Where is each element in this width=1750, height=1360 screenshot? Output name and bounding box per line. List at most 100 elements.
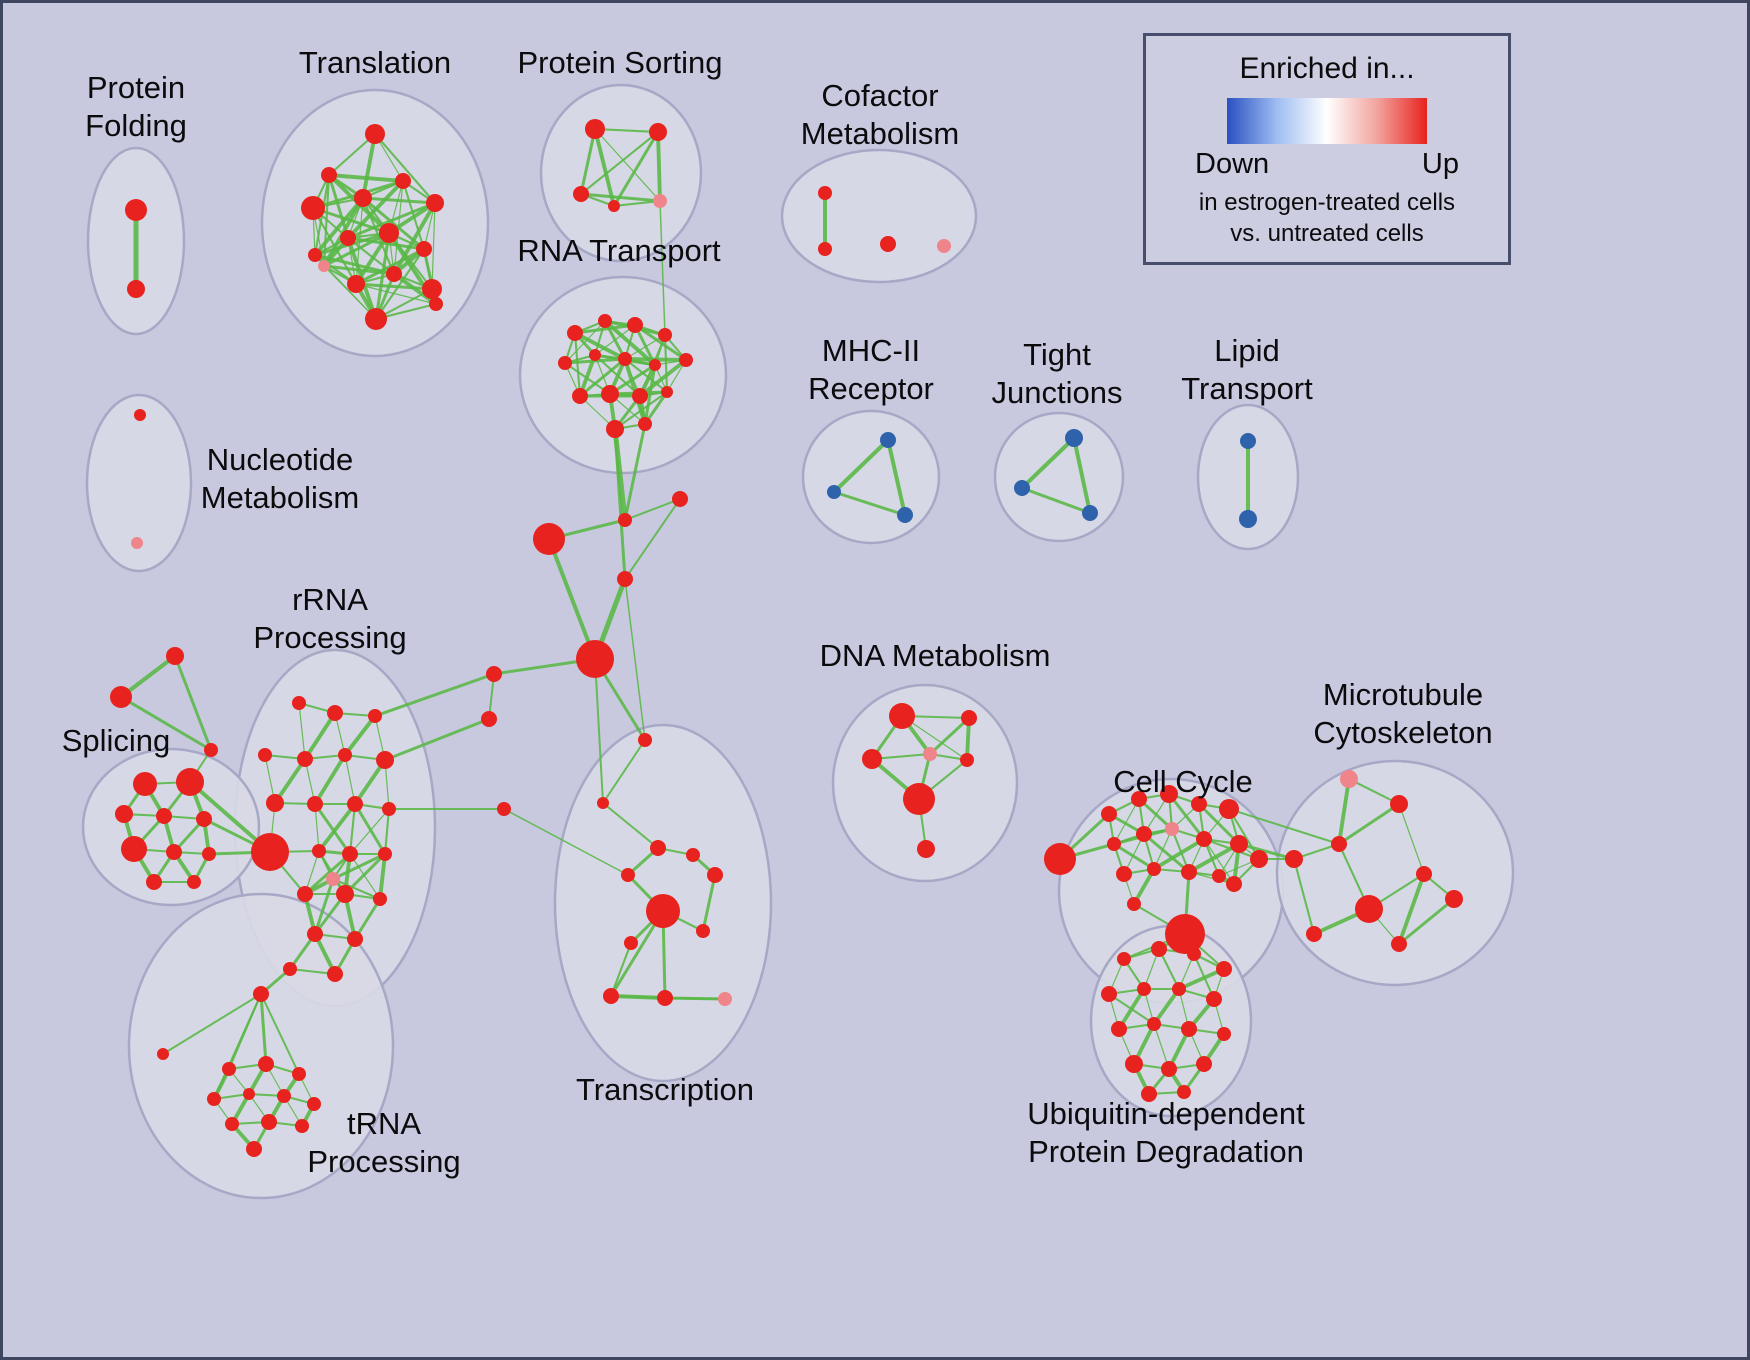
gene-set-node xyxy=(1117,952,1131,966)
gene-set-node xyxy=(1125,1055,1143,1073)
cluster-label-cell_cycle: Cell Cycle xyxy=(1113,764,1253,799)
gene-set-node xyxy=(627,317,643,333)
gene-set-node xyxy=(277,1089,291,1103)
network-edge xyxy=(323,265,377,320)
gene-set-node xyxy=(157,1048,169,1060)
gene-set-node xyxy=(653,194,667,208)
network-edge xyxy=(354,231,391,286)
cluster-ellipse-ubiquitin_degradation xyxy=(1089,924,1253,1118)
gene-set-node xyxy=(1217,1027,1231,1041)
gene-set-node xyxy=(862,749,882,769)
gene-set-node xyxy=(1390,795,1408,813)
gene-set-node xyxy=(1206,991,1222,1007)
legend: Enriched in... Down Up in estrogen-treat… xyxy=(1143,33,1511,265)
gene-set-node xyxy=(617,571,633,587)
gene-set-node xyxy=(601,385,619,403)
gene-set-node xyxy=(261,1114,277,1130)
gene-set-node xyxy=(1116,866,1132,882)
gene-set-node xyxy=(1161,1061,1177,1077)
network-edge xyxy=(1203,838,1235,885)
network-edge xyxy=(373,672,496,718)
gene-set-node xyxy=(207,1092,221,1106)
gene-set-node xyxy=(497,802,511,816)
gene-set-node xyxy=(338,748,352,762)
gene-set-node xyxy=(246,1141,262,1157)
network-edge xyxy=(573,331,582,398)
network-edge xyxy=(594,324,636,356)
gene-set-node xyxy=(336,885,354,903)
network-edge xyxy=(612,199,662,208)
gene-set-node xyxy=(649,123,667,141)
gene-set-node xyxy=(426,194,444,212)
gene-set-node xyxy=(347,931,363,947)
network-edge xyxy=(1153,828,1173,870)
network-edge xyxy=(1177,967,1226,991)
gene-set-node xyxy=(880,432,896,448)
network-edge xyxy=(624,498,681,521)
network-edge xyxy=(378,852,387,901)
gene-set-node xyxy=(650,840,666,856)
network-edge xyxy=(327,132,377,177)
gene-set-node xyxy=(558,356,572,370)
cluster-label-protein_sorting: Protein Sorting xyxy=(517,45,722,80)
network-edge xyxy=(1020,436,1076,490)
network-edge xyxy=(349,808,390,855)
gene-set-node xyxy=(1141,1086,1157,1102)
gene-set-node xyxy=(618,513,632,527)
network-edge xyxy=(594,658,604,804)
gene-set-node xyxy=(657,990,673,1006)
network-edge xyxy=(1337,802,1401,846)
gene-set-node xyxy=(481,711,497,727)
gene-set-node xyxy=(378,847,392,861)
gene-set-node xyxy=(125,199,147,221)
network-edge xyxy=(343,714,377,757)
gene-set-node xyxy=(1196,831,1212,847)
gene-set-node xyxy=(661,386,673,398)
gene-set-node xyxy=(258,748,272,762)
gene-set-node xyxy=(253,986,269,1002)
gene-set-node xyxy=(326,872,340,886)
nodes-layer xyxy=(110,119,1463,1157)
cluster-ellipse-microtubule_cytoskeleton xyxy=(1275,759,1515,987)
gene-set-node xyxy=(1101,986,1117,1002)
network-edge xyxy=(349,853,381,900)
network-edge xyxy=(322,264,396,276)
network-edge xyxy=(1152,987,1181,1026)
network-edge xyxy=(701,873,717,933)
gene-set-node xyxy=(110,686,132,708)
gene-set-node xyxy=(187,875,201,889)
network-edge xyxy=(259,992,268,1066)
legend-scale: Down Up xyxy=(1195,148,1459,181)
network-edge xyxy=(1237,842,1296,861)
gene-set-node xyxy=(146,874,162,890)
gene-set-node xyxy=(429,297,443,311)
network-edge xyxy=(602,802,659,849)
gene-set-node xyxy=(1107,837,1121,851)
gene-set-node xyxy=(204,743,218,757)
gene-set-node xyxy=(342,846,358,862)
network-edge xyxy=(343,852,387,896)
gene-set-node xyxy=(889,703,915,729)
gene-set-node xyxy=(589,349,601,361)
network-edge xyxy=(383,807,391,856)
gene-set-node xyxy=(225,1117,239,1131)
gene-set-node xyxy=(827,485,841,499)
network-edge xyxy=(593,127,616,208)
network-edge xyxy=(609,941,633,998)
network-edge xyxy=(832,438,890,494)
gene-set-node xyxy=(638,733,652,747)
gene-set-node xyxy=(1416,866,1432,882)
network-edge xyxy=(613,427,627,581)
gene-set-node xyxy=(818,186,832,200)
gene-set-node xyxy=(1147,862,1161,876)
gene-set-node xyxy=(707,867,723,883)
network-edge xyxy=(602,739,646,804)
network-edge xyxy=(579,127,597,196)
gene-set-node xyxy=(222,1062,236,1076)
gene-set-node xyxy=(382,802,396,816)
network-edge xyxy=(361,196,437,205)
gene-set-node xyxy=(395,173,411,189)
network-edge xyxy=(331,877,382,901)
